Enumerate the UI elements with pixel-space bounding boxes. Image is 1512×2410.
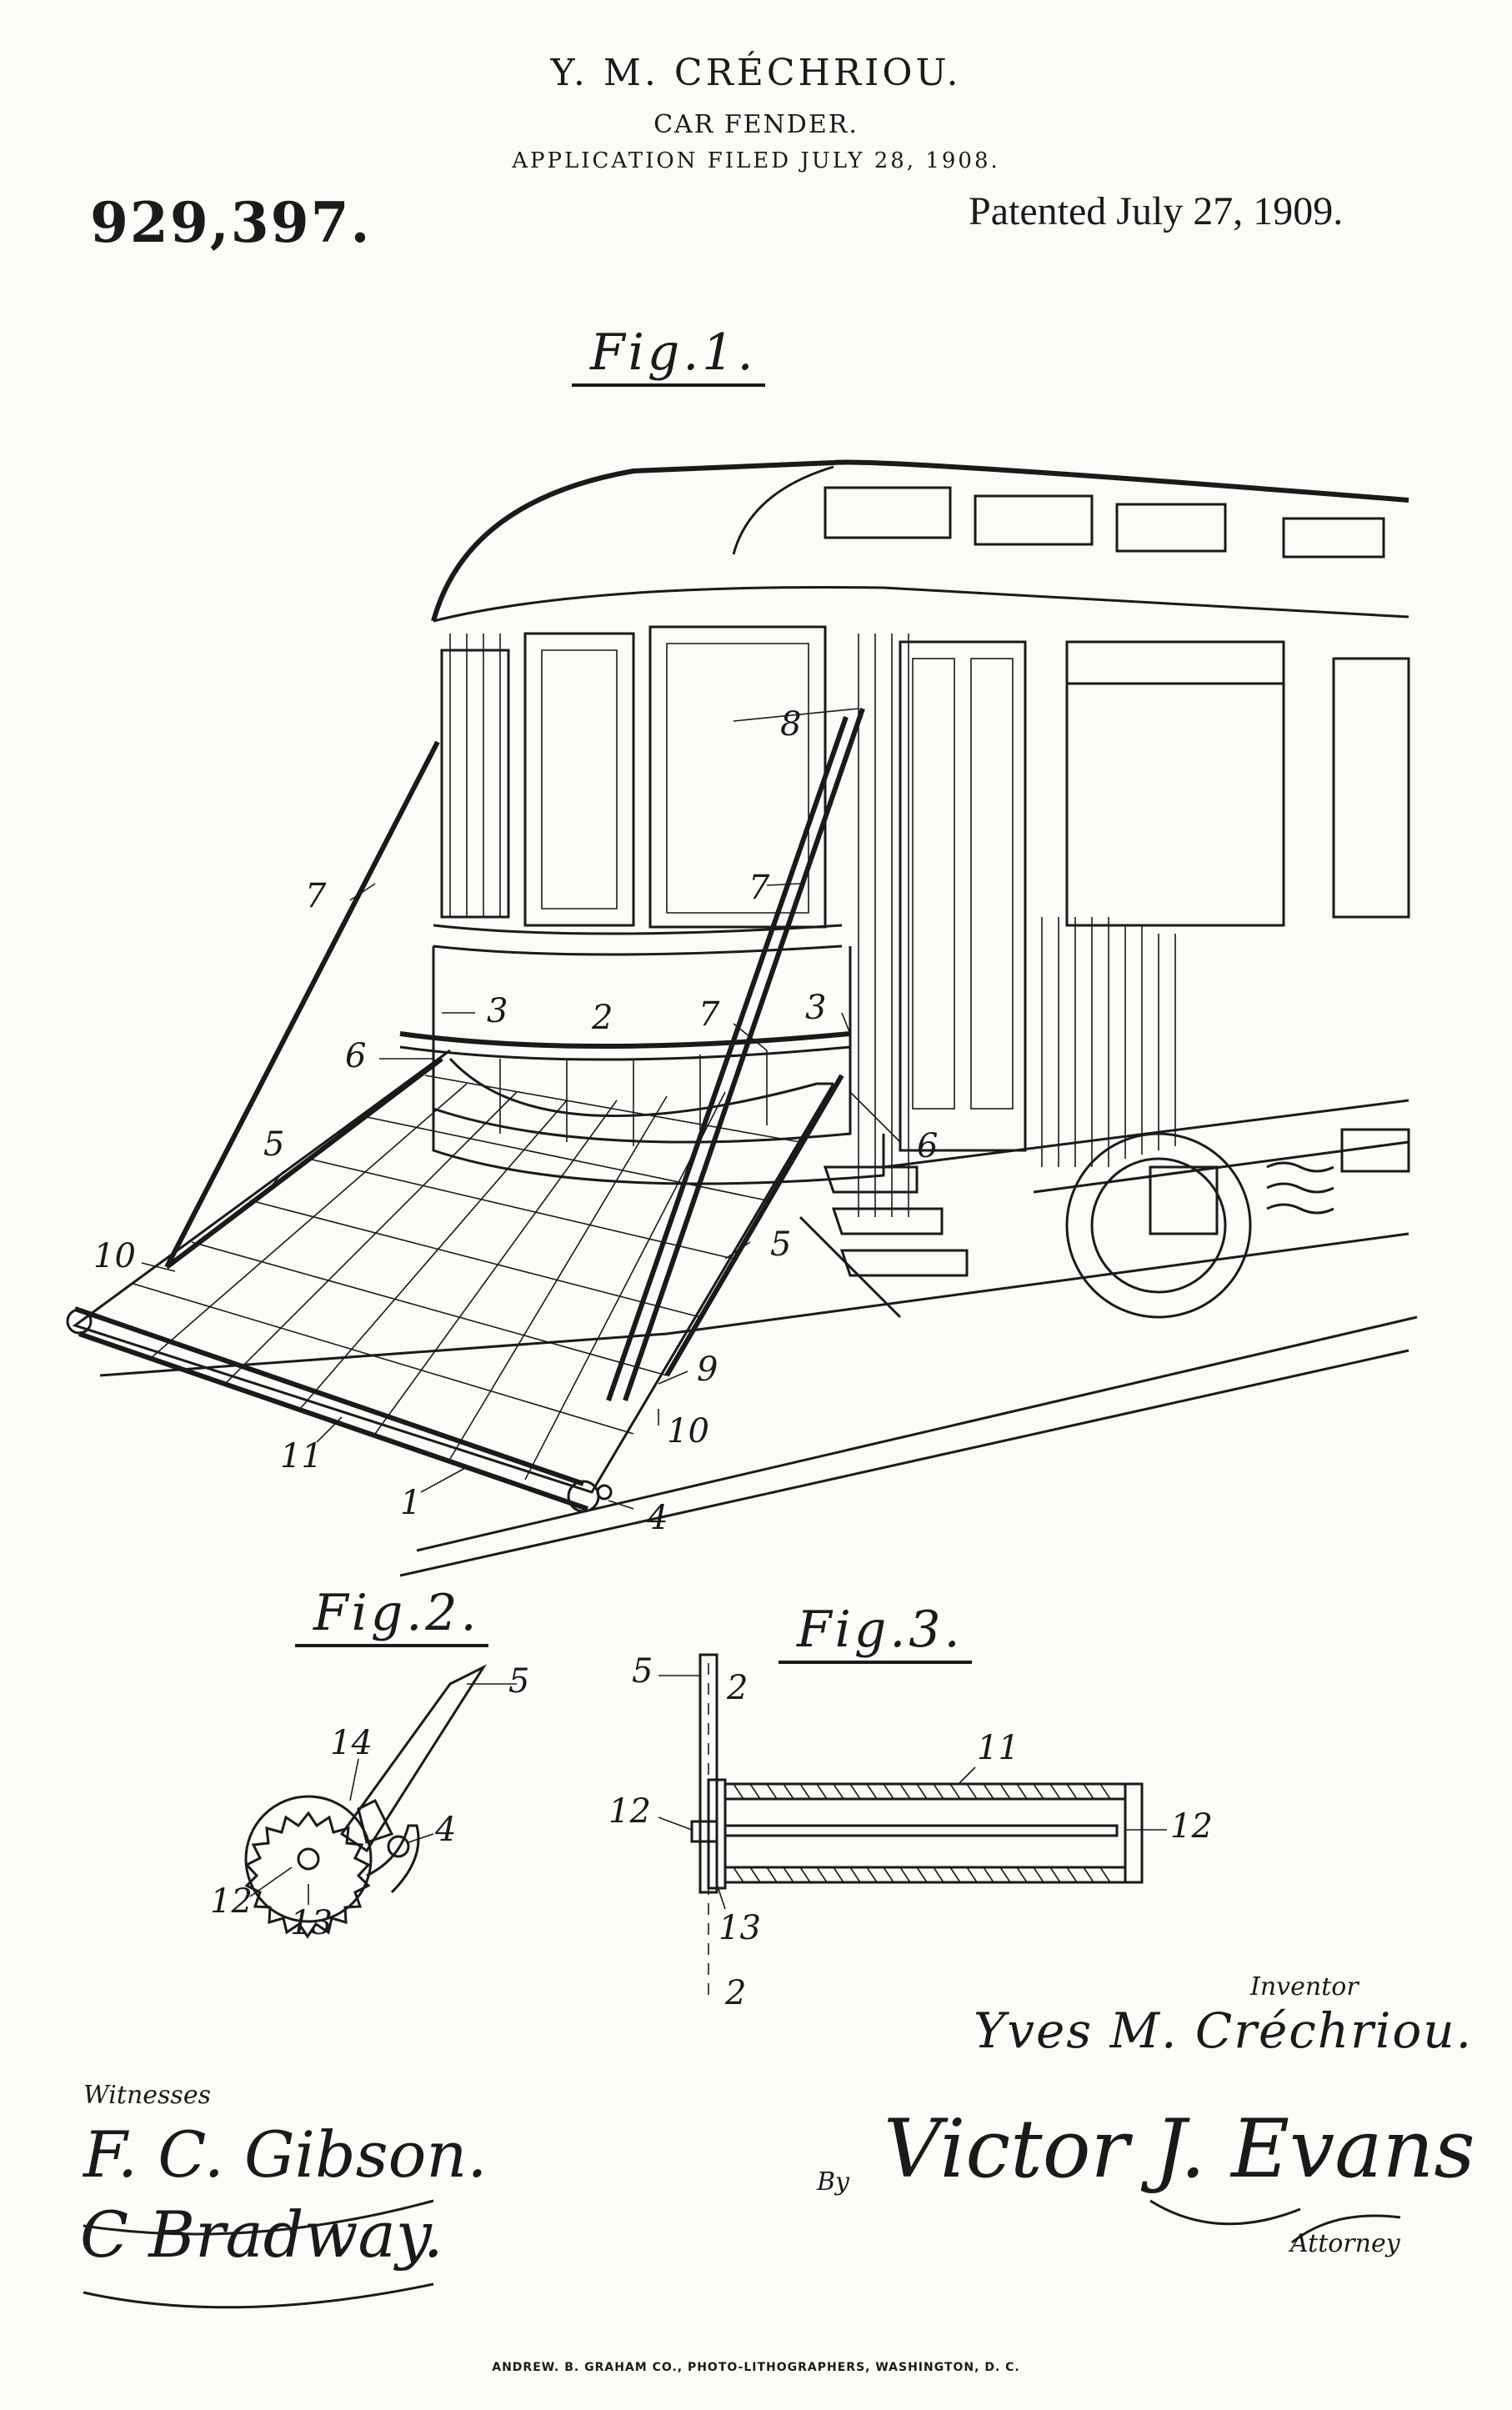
- inventor-signature: Yves M. Créchriou.: [974, 2002, 1474, 2059]
- fig3-ref-2b: 2: [725, 1974, 747, 2012]
- fig1-ref-7b: 7: [748, 869, 770, 907]
- attorney-signature: Victor J. Evans: [884, 2102, 1475, 2196]
- fig2-ref-4: 4: [435, 1811, 457, 1849]
- fig1-ref-9: 9: [697, 1350, 718, 1389]
- fig1-ref-4: 4: [647, 1499, 668, 1537]
- fig1-ref-11: 11: [280, 1437, 323, 1476]
- fig1-ref-7c: 7: [698, 995, 720, 1034]
- fig2-drawing: [244, 1664, 517, 1939]
- fig1-ref-2: 2: [592, 999, 613, 1037]
- fig1-label: Fig.1.: [572, 323, 765, 387]
- fig1-ref-6b: 6: [917, 1127, 939, 1165]
- invention-title: CAR FENDER.: [653, 110, 859, 139]
- fig1-ref-5b: 5: [770, 1225, 792, 1264]
- fig3-ref-13: 13: [718, 1909, 761, 1947]
- fig3-ref-11: 11: [977, 1729, 1019, 1767]
- fig1-ref-7a: 7: [305, 877, 327, 915]
- witness-1-signature: F. C. Gibson.: [83, 2117, 488, 2192]
- patent-number: 929,397.: [90, 190, 372, 255]
- attorney-caption: Attorney: [1290, 2229, 1400, 2258]
- fig1-ref-3b: 3: [805, 989, 827, 1027]
- fig3-drawing: [658, 1653, 1167, 2001]
- fig2-ref-13: 13: [290, 1904, 333, 1942]
- inventor-name-header: Y. M. CRÉCHRIOU.: [550, 52, 962, 94]
- witnesses-caption: Witnesses: [83, 2081, 211, 2110]
- fig1-ref-10a: 10: [93, 1237, 136, 1275]
- fig2-label: Fig.2.: [295, 1584, 488, 1647]
- fig1-ref-1: 1: [400, 1484, 422, 1522]
- fig1-ref-8: 8: [780, 705, 802, 744]
- fig1-ref-6a: 6: [345, 1037, 367, 1075]
- by-caption: By: [817, 2167, 849, 2197]
- signature-strokes: [83, 2199, 1401, 2309]
- fig3-ref-12b: 12: [1170, 1807, 1213, 1846]
- fig2-ref-14: 14: [330, 1724, 373, 1762]
- witness-2-signature: C Bradway.: [80, 2197, 443, 2272]
- fig2-ref-12: 12: [210, 1882, 253, 1921]
- fig3-ref-5: 5: [632, 1652, 653, 1691]
- fig1-ref-10b: 10: [667, 1412, 709, 1451]
- application-filed-date: APPLICATION FILED JULY 28, 1908.: [512, 148, 1000, 173]
- fig3-ref-2a: 2: [727, 1669, 748, 1707]
- fig3-label: Fig.3.: [779, 1601, 972, 1664]
- printer-credit: ANDREW. B. GRAHAM CO., PHOTO-LITHOGRAPHE…: [492, 2361, 1020, 2374]
- fig2-ref-5: 5: [508, 1662, 530, 1701]
- patented-date: Patented July 27, 1909.: [969, 189, 1344, 233]
- fig1-drawing: [66, 459, 1418, 1577]
- fig1-ref-3a: 3: [487, 992, 508, 1030]
- fig1-ref-5a: 5: [263, 1125, 285, 1164]
- inventor-caption: Inventor: [1250, 1972, 1359, 2002]
- fig3-ref-12a: 12: [608, 1792, 651, 1831]
